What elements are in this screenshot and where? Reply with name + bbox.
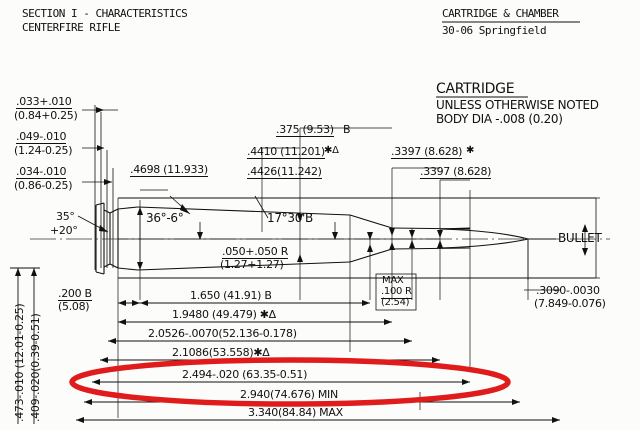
radius-1-line-3: (2.54) — [381, 297, 410, 308]
diameter-dim-4: .3397 (8.628) — [391, 145, 463, 159]
length-dim-1: 1.650 (41.91) B — [190, 289, 272, 302]
diameter-dim-3-flags: B — [343, 123, 351, 136]
radius-1-line-1: MAX — [382, 275, 404, 286]
diameter-dim-1-flags: ✱Δ — [324, 145, 339, 156]
diameter-dim-6-inch: .3090-.0030 — [536, 284, 600, 297]
left-dim-2-inch: .034-.010 — [16, 165, 67, 179]
angle-2: 17°30'B — [267, 211, 313, 225]
length-dim-5: 2.494-.020 (63.35-0.51) — [182, 368, 308, 381]
notes-line-2: BODY DIA -.008 (0.20) — [436, 112, 563, 126]
left-dim-0-inch: .033+.010 — [16, 95, 72, 109]
length-dim-7: 3.340(84.84) MAX — [248, 406, 343, 419]
left-dim-2-mm: (0.86-0.25) — [14, 179, 73, 192]
drawing-title: CARTRIDGE & CHAMBER — [442, 7, 559, 20]
notes-title: CARTRIDGE — [436, 81, 515, 97]
left-dim-0-mm: (0.84+0.25) — [14, 109, 78, 122]
diameter-dim-2: .4426(11.242) — [247, 165, 322, 179]
radius-0-line-1: .050+.050 R — [222, 245, 289, 259]
bullet-label: BULLET — [558, 231, 602, 245]
diameter-dim-0: .4698 (11.933) — [130, 163, 208, 177]
rotated-dim-0: .473-.010 (12.01-0.25) — [13, 303, 26, 422]
angle-0-line-2: +20° — [50, 224, 78, 237]
notes-line-1: UNLESS OTHERWISE NOTED — [436, 98, 599, 112]
radius-0-line-2: (1.27+1.27) — [220, 258, 284, 271]
left-dim-1-inch: .049-.010 — [16, 130, 67, 144]
angle-1: 36°-6° — [146, 211, 184, 225]
length-dim-6: 2.940(74.676) MIN — [240, 388, 338, 401]
diameter-dim-5: .3397 (8.628) — [420, 165, 492, 179]
angle-0-line-1: 35° — [56, 210, 75, 223]
radius-1-line-2: .100 R — [381, 286, 412, 299]
diameter-dim-6-mm: (7.849-0.076) — [534, 297, 606, 310]
section-title: SECTION I - CHARACTERISTICS — [22, 7, 188, 20]
length-dim-0-mm: (5.08) — [58, 300, 90, 313]
section-subtitle: CENTERFIRE RIFLE — [22, 21, 120, 34]
rotated-dim-1: .409-.020(0.39-0.51) — [29, 313, 42, 423]
length-dim-4: 2.1086(53.558)✱Δ — [172, 346, 270, 359]
length-dim-2: 1.9480 (49.479) ✱Δ — [172, 308, 276, 321]
diameter-dim-3: .375 (9.53) — [276, 123, 334, 137]
cartridge-name: 30-06 Springfield — [442, 24, 547, 37]
diameter-dim-1: .4410 (11.201) — [247, 145, 325, 159]
left-dim-1-mm: (1.24-0.25) — [14, 144, 73, 157]
length-dim-0-inch: .200 B — [58, 287, 92, 301]
diameter-dim-4-flags: ✱ — [466, 145, 475, 156]
length-dim-3: 2.0526-.0070(52.136-0.178) — [148, 327, 297, 340]
